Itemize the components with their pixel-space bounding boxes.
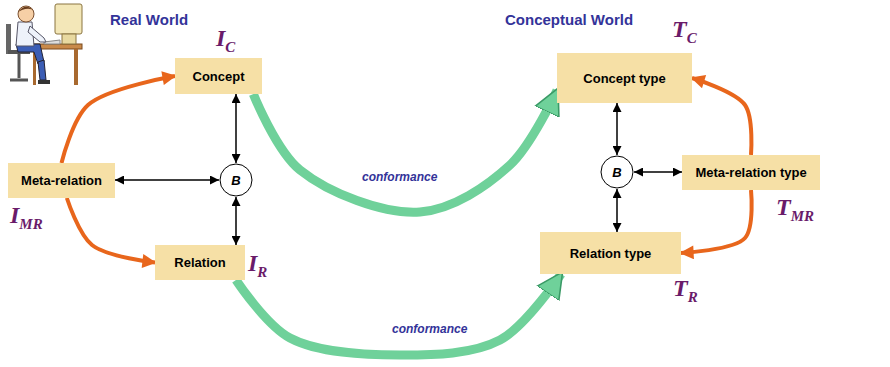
relation-arrow <box>62 76 176 163</box>
relation-arrow <box>67 198 155 263</box>
conformance-arrow <box>236 274 561 355</box>
instance-label: IR <box>248 251 267 280</box>
box-label: Meta-relation <box>21 173 102 188</box>
link-arrow <box>616 189 618 232</box>
shoe <box>38 80 50 84</box>
relation-box: RelationIR <box>155 245 245 280</box>
circle-shape <box>601 156 633 188</box>
chair-leg <box>18 54 21 78</box>
monitor-base <box>62 34 76 44</box>
link-arrow <box>115 179 219 181</box>
instance-label: TC <box>672 17 697 46</box>
world-heading: Conceptual World <box>505 11 633 28</box>
box-label: Relation <box>174 255 225 270</box>
concept-type-box: Concept typeTC <box>557 53 692 103</box>
relation-arrow <box>692 78 751 155</box>
chair-back <box>6 24 11 54</box>
edge-label: conformance <box>362 170 437 184</box>
instance-label: TMR <box>776 195 814 224</box>
relation-arrow <box>681 190 752 253</box>
head <box>18 6 34 22</box>
box-label: Concept <box>193 69 245 84</box>
chair-base <box>10 79 28 82</box>
monitor <box>55 4 82 34</box>
box-label: Relation type <box>570 246 652 261</box>
person-at-computer <box>0 0 90 92</box>
binding-circle: B <box>600 155 634 189</box>
link-arrow <box>235 197 237 245</box>
binding-letter: B <box>231 173 240 188</box>
instance-label: IMR <box>10 203 43 232</box>
instance-label: IC <box>216 26 235 55</box>
binding-circle: B <box>219 163 253 197</box>
lower-leg <box>38 60 46 80</box>
circle-shape <box>220 164 252 196</box>
binding-letter: B <box>612 165 621 180</box>
conformance-arrow <box>253 91 557 213</box>
world-ellipse <box>456 6 854 364</box>
box-label: Meta-relation type <box>695 165 806 180</box>
relation-type-box: Relation typeTR <box>540 232 681 274</box>
concept-box: ConceptIC <box>175 58 262 94</box>
desk-leg <box>74 49 78 85</box>
instance-label: TR <box>673 276 698 305</box>
meta-relation-type-box: Meta-relation typeTMR <box>682 155 820 190</box>
world-circle: Real WorldConceptICMeta-relationIMRBRela… <box>38 3 430 365</box>
hair <box>18 7 34 12</box>
world-heading: Real World <box>110 11 188 28</box>
world-circle: Conceptual WorldConcept typeTCBMeta-rela… <box>455 5 855 365</box>
edge-label: conformance <box>392 322 467 336</box>
link-arrow <box>616 103 618 155</box>
meta-relation-box: Meta-relationIMR <box>8 163 115 198</box>
arm <box>28 26 46 42</box>
link-arrow <box>235 94 237 163</box>
link-arrow <box>634 171 682 173</box>
box-label: Concept type <box>583 71 665 86</box>
